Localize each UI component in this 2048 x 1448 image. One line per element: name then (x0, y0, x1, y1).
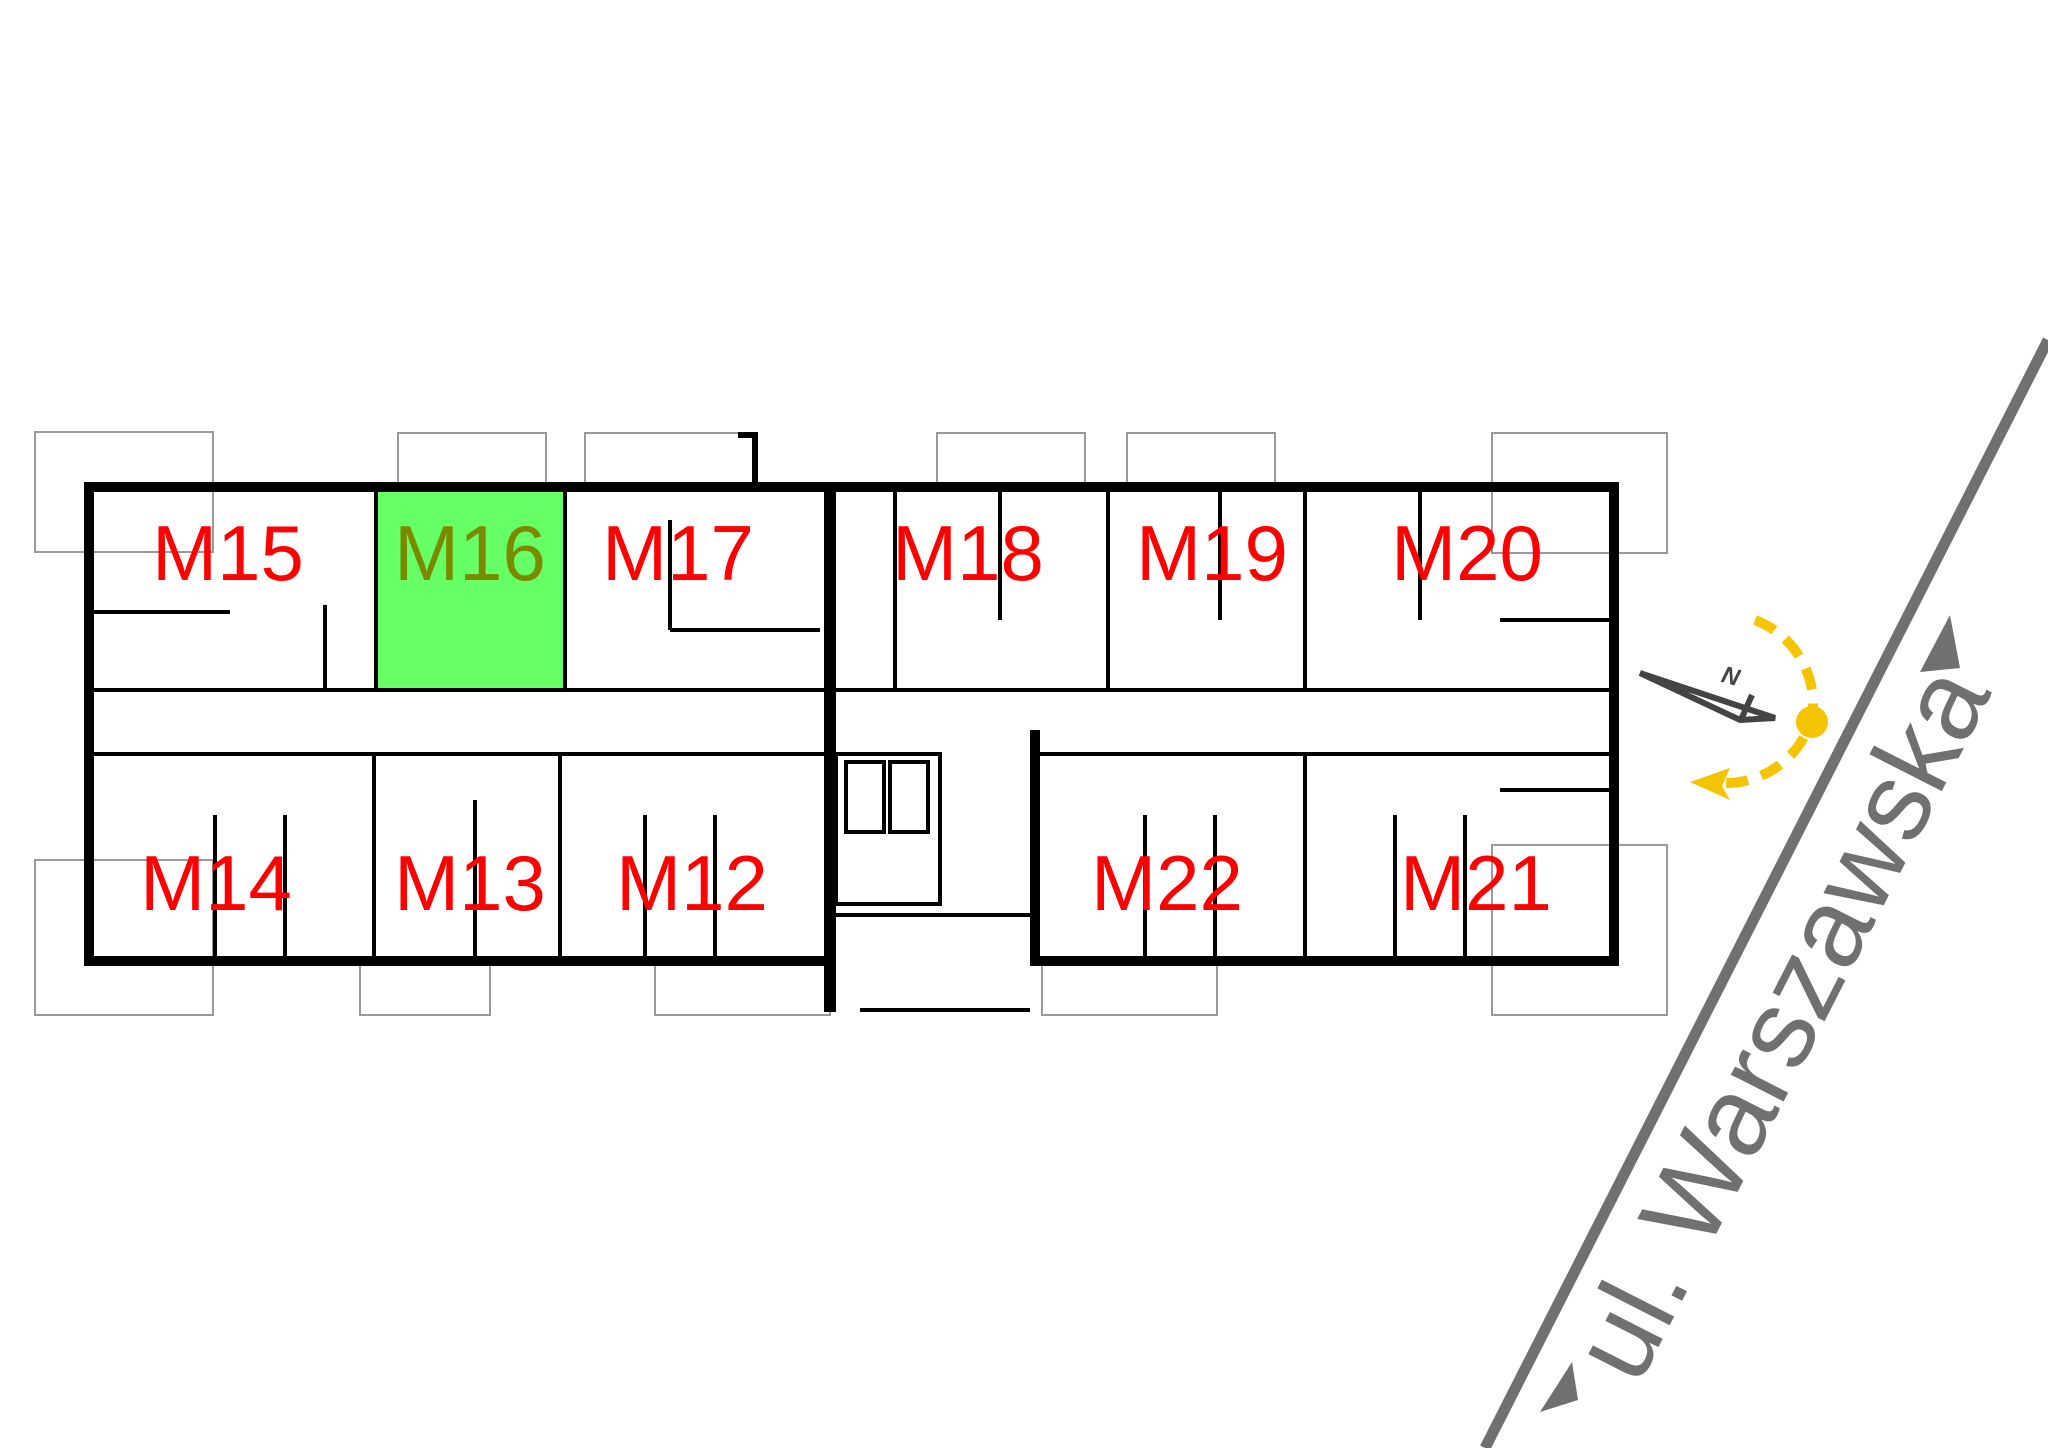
compass-icon: N (1638, 661, 1776, 724)
units: M15 M16 M17 M18 M19 M20 M14 M13 M12 M22 … (94, 492, 1609, 956)
sun-path-icon (1690, 615, 1828, 800)
unit-label: M13 (394, 839, 546, 927)
unit-label: M19 (1136, 509, 1288, 597)
unit-label: M16 (394, 509, 546, 597)
unit-m18[interactable]: M18 (836, 492, 1108, 690)
unit-m22[interactable]: M22 (1040, 754, 1305, 956)
unit-label: M15 (152, 509, 304, 597)
unit-m17[interactable]: M17 (565, 492, 824, 690)
unit-m14[interactable]: M14 (94, 754, 374, 956)
street-arrow-down (1540, 1362, 1578, 1412)
unit-label: M18 (892, 509, 1044, 597)
north-label: N (1719, 661, 1743, 692)
unit-label: M22 (1091, 839, 1243, 927)
unit-label: M20 (1391, 509, 1543, 597)
unit-label: M21 (1400, 839, 1552, 927)
unit-label: M14 (140, 839, 292, 927)
unit-m21[interactable]: M21 (1305, 754, 1609, 956)
unit-m15[interactable]: M15 (94, 492, 376, 690)
unit-m13[interactable]: M13 (374, 754, 560, 956)
unit-m19[interactable]: M19 (1108, 492, 1305, 690)
unit-m12[interactable]: M12 (560, 754, 824, 956)
outer-walls (84, 432, 1619, 1012)
unit-label: M17 (602, 509, 754, 597)
street-line (1480, 337, 2048, 1448)
street-arrow-up (1920, 615, 1960, 672)
unit-m20[interactable]: M20 (1305, 492, 1609, 690)
interior-walls (94, 492, 1609, 1012)
unit-label: M12 (616, 839, 768, 927)
unit-m16[interactable]: M16 (376, 492, 565, 690)
